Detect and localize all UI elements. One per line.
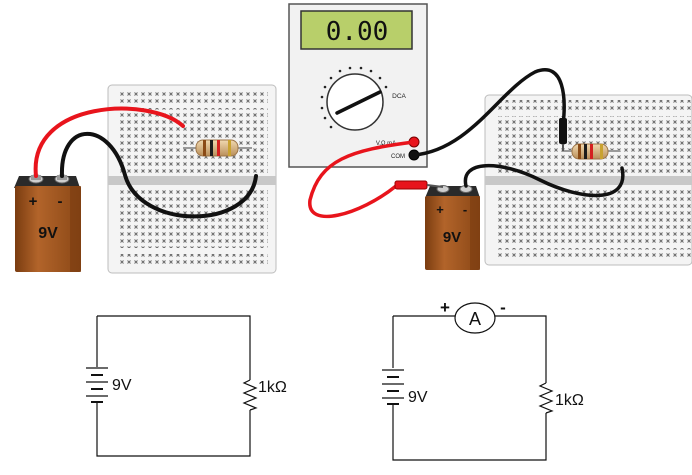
battery-plus-sign: +	[29, 193, 38, 210]
left-battery: + - 9V	[14, 174, 81, 272]
jack-label-v-ohm-ma: V,Ω,mA	[376, 141, 396, 147]
battery-minus-sign: -	[58, 193, 63, 210]
schematic-series-circuit	[86, 315, 258, 457]
battery-label: 9V	[38, 225, 58, 242]
left-resistor	[183, 139, 252, 157]
left-breadboard	[107, 84, 277, 274]
schematic-battery-label: 9V	[112, 377, 132, 394]
dial-mode-label: DCA	[392, 93, 406, 100]
ammeter-plus-sign: +	[440, 298, 450, 317]
right-breadboard	[484, 94, 692, 266]
resistor-symbol	[538, 382, 554, 414]
schematic-battery-label: 9V	[408, 389, 428, 406]
resistor-symbol	[242, 379, 258, 411]
red-wire	[33, 106, 185, 178]
schematic-resistor-label: 1kΩ	[258, 379, 287, 396]
battery-label: 9V	[443, 229, 461, 246]
red-probe-tip	[394, 180, 444, 190]
black-wire	[59, 132, 258, 219]
black-probe-lead	[412, 68, 566, 157]
right-battery: + - 9V	[425, 185, 480, 270]
battery-symbol	[382, 369, 404, 405]
battery-symbol	[86, 367, 108, 403]
ammeter-letter: A	[469, 309, 481, 329]
schematic-ammeter-circuit	[382, 302, 554, 461]
dial-tick-marks	[320, 66, 388, 129]
lcd-display	[300, 10, 413, 50]
schematic-resistor-label: 1kΩ	[555, 392, 584, 409]
black-wire	[463, 163, 625, 198]
ammeter-minus-sign: -	[500, 298, 506, 317]
battery-minus-sign: -	[463, 202, 467, 217]
black-probe-tip	[559, 118, 567, 151]
lcd-reading: 0.00	[326, 17, 389, 47]
right-resistor	[562, 143, 620, 160]
selector-dial[interactable]	[326, 73, 384, 131]
ammeter-symbol	[454, 302, 496, 334]
jack-label-com: COM	[391, 154, 405, 160]
red-probe-lead	[308, 140, 416, 219]
battery-plus-sign: +	[436, 202, 444, 217]
multimeter: 0.00 DCA V,Ω,mA COM	[288, 3, 428, 168]
